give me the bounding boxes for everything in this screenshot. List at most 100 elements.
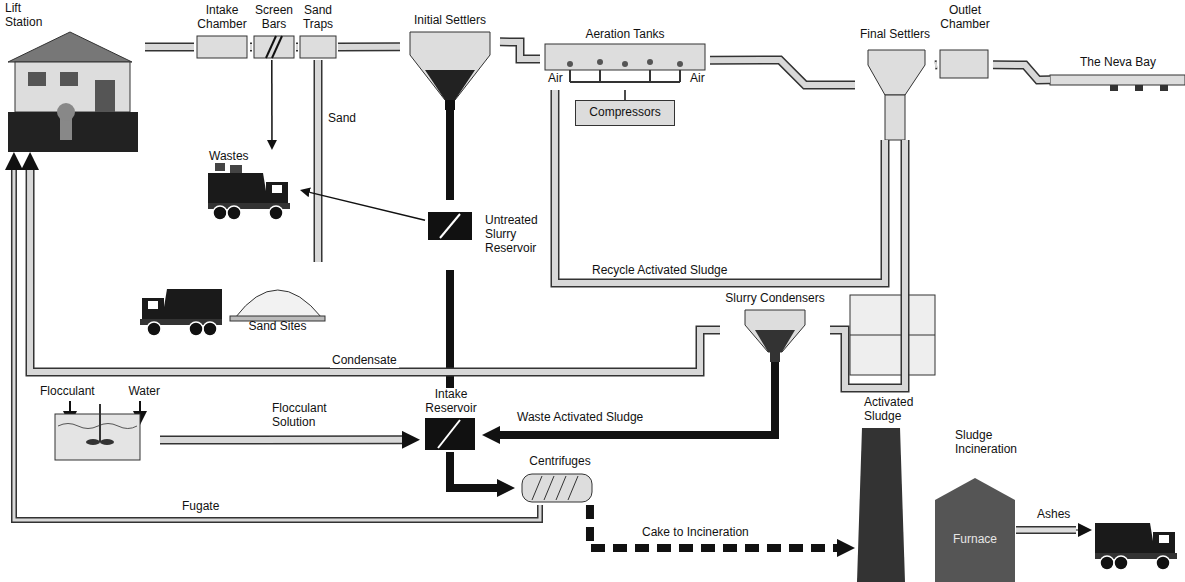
- centrifuge-drum: [544, 476, 554, 500]
- flow-pipe: [145, 47, 194, 48]
- node-label: Flocculant: [40, 385, 95, 399]
- intake-reservoir-box: [425, 418, 475, 450]
- flocculant-tank: [58, 424, 137, 429]
- ash-transfer: [1016, 528, 1076, 533]
- flow-pipe: [296, 47, 298, 48]
- pipe-core: [338, 44, 400, 50]
- node-label: Screen Bars: [252, 4, 296, 32]
- node-label: Sand Sites: [225, 320, 330, 334]
- node-label: The Neva Bay: [1080, 56, 1180, 70]
- part-label: Ashes: [1035, 508, 1072, 522]
- flow-label: Sand: [326, 112, 358, 126]
- sand-trap-box: [300, 36, 336, 58]
- node-label: Centrifuges: [515, 455, 605, 469]
- pipe-line: [314, 60, 323, 262]
- flow-label: Flocculant Solution: [270, 402, 344, 430]
- incineration-plant: [857, 428, 905, 582]
- aeration-tank: [622, 61, 628, 67]
- aeration-tank: [647, 59, 653, 65]
- pipe-core: [935, 62, 937, 68]
- node-label: Intake Reservoir: [420, 388, 482, 416]
- node-label: Furnace: [953, 533, 997, 547]
- pipe-line: [271, 60, 273, 140]
- pipe-core: [160, 437, 402, 443]
- sand-site: Sand Sites: [225, 262, 330, 337]
- flow-arrow: [271, 60, 272, 140]
- part-label: Air: [688, 72, 707, 86]
- flow-pipe: [500, 42, 540, 59]
- aeration-tank: Aeration Tanks: [540, 28, 710, 90]
- pipe-line: [500, 42, 540, 59]
- outlet-chamber-box: [940, 50, 988, 78]
- aeration-tank: [597, 59, 603, 65]
- slurry-condenser-tank: [745, 310, 805, 352]
- waste-truck: [230, 165, 242, 173]
- pipe-line: [830, 140, 905, 388]
- sludge-pump-box: [850, 335, 935, 336]
- flocculant-tank: [69, 401, 71, 411]
- sand-truck: [140, 289, 222, 336]
- pipe-line: [935, 60, 937, 69]
- lift-station-house: [8, 32, 138, 152]
- flow-pipe: [710, 60, 855, 85]
- node-label: Lift Station: [5, 2, 60, 30]
- centrifuge-drum: [532, 476, 542, 500]
- node-label: Sand Traps: [298, 4, 338, 32]
- centrifuge-drum: [522, 474, 592, 502]
- settler-tank: Final Settlers: [855, 28, 935, 140]
- ash-transfer: [1016, 530, 1078, 531]
- bay-outfall: The Neva Bay: [1050, 56, 1180, 90]
- pipe-line: [250, 43, 252, 52]
- ash-transfer: [1076, 530, 1078, 531]
- node-label: Initial Settlers: [400, 14, 500, 28]
- bay-outfall: [1050, 75, 1185, 85]
- intake-reservoir-box: [438, 420, 460, 448]
- slurry-condenser: Slurry Condensers: [720, 292, 830, 362]
- sand-truck: [140, 289, 222, 336]
- node-label: Outlet Chamber: [937, 4, 993, 32]
- ash-transfer: [1016, 526, 1076, 534]
- intake-chamber: Intake Chamber: [194, 4, 250, 60]
- node-label: Water: [128, 385, 160, 399]
- compressor-box: Compressors: [575, 100, 675, 126]
- centrifuge-drum: [522, 474, 592, 502]
- initial-settler-tank: [410, 32, 490, 110]
- outlet-chamber-box: [940, 50, 988, 78]
- flow-pipe: [935, 64, 937, 65]
- final-settler-tank: [868, 50, 925, 95]
- ash-truck: [1095, 523, 1177, 570]
- lift-station-house: [60, 118, 72, 140]
- flow-pipe: [338, 46, 400, 47]
- pipe-line: [338, 42, 400, 51]
- flow-pipe: [250, 47, 252, 48]
- bay-outfall: [1160, 85, 1168, 91]
- node-label: Wastes: [209, 150, 300, 164]
- sand-trap: Sand Traps: [298, 4, 338, 60]
- lift-station-house: [95, 80, 115, 112]
- lift-station-house: [8, 32, 132, 62]
- intake-chamber-box: [197, 36, 247, 58]
- node-label: Slurry Condensers: [720, 292, 830, 306]
- slurry-condenser-tank: [755, 330, 795, 352]
- node-label: Compressors: [589, 106, 660, 120]
- flow-pipe: [160, 439, 402, 440]
- sand-trap-box: [300, 36, 336, 58]
- flow-label: Cake to Incineration: [640, 526, 751, 540]
- flow-pipe: [14, 170, 540, 520]
- final-settler-tank: [868, 50, 925, 140]
- lift-station: Lift Station: [5, 2, 145, 152]
- pipe-core: [555, 90, 885, 283]
- flow-pipe: [555, 90, 885, 283]
- aeration-tank: [570, 81, 680, 83]
- flow-label: Fugate: [180, 500, 221, 514]
- screen-bars-box: [254, 36, 294, 58]
- part-label: Air: [546, 72, 565, 86]
- furnace: Furnace: [940, 520, 1010, 560]
- pipe-line: [624, 90, 626, 100]
- ash-truck: [1095, 523, 1177, 570]
- intake-reservoir: Intake Reservoir: [420, 388, 482, 452]
- bay-outfall: [1050, 75, 1185, 91]
- untreated-slurry-box: [428, 212, 472, 240]
- sludge-pump-box: [850, 295, 935, 375]
